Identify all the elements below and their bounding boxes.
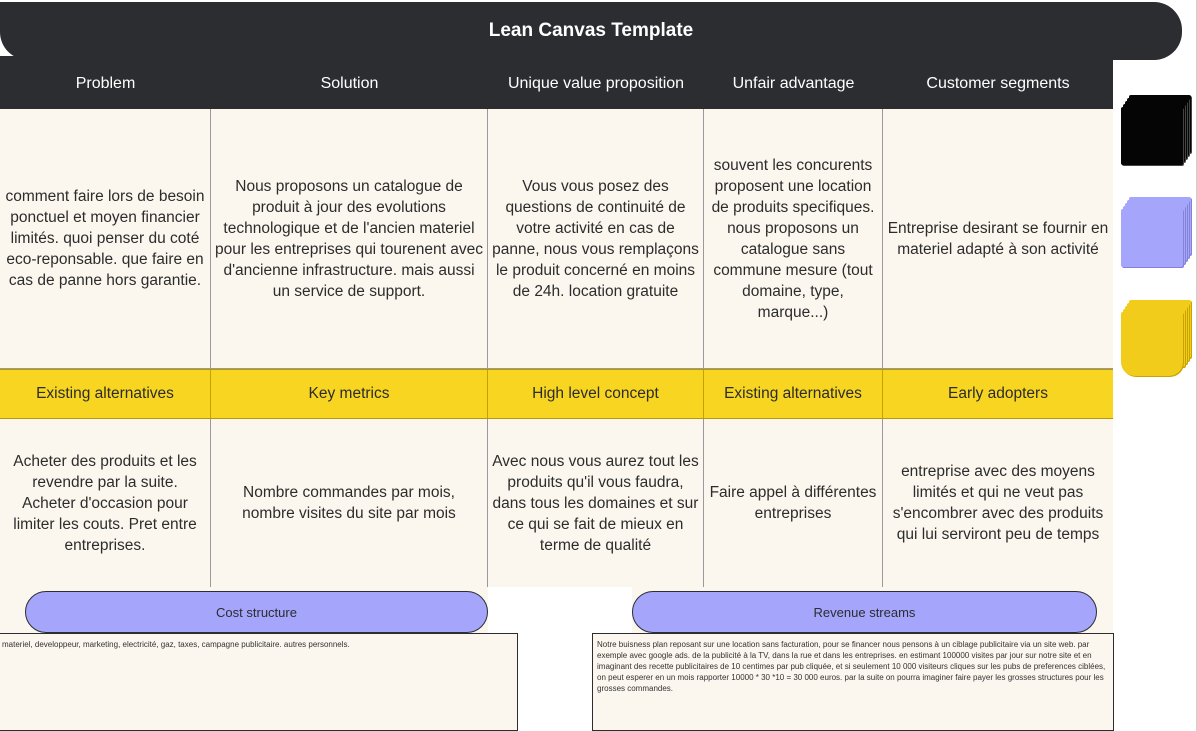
unfair-advantage-text[interactable]: souvent les concurents proposent une loc… [704,109,883,368]
header-unique-value-proposition: Unique value proposition [507,74,685,92]
key-metrics-text[interactable]: Nombre commandes par mois, nombre visite… [211,419,488,587]
cost-structure-text[interactable]: materiel, developpeur, marketing, electr… [0,633,518,731]
revenue-streams-text[interactable]: Notre buisness plan reposant sur une loc… [592,633,1114,731]
subheader-row: Existing alternatives Key metrics High l… [0,369,1113,419]
canvas-title: Lean Canvas Template [0,2,1182,60]
header-customer-segments: Customer segments [926,74,1070,92]
customer-segments-text[interactable]: Entreprise desirant se fournir en materi… [887,219,1109,258]
header-problem: Problem [75,74,136,92]
early-adopters-text[interactable]: entreprise avec des moyens limités et qu… [892,463,1104,543]
purple-sticky-note-stack[interactable] [1121,197,1191,267]
band-gap [488,587,632,633]
header-solution: Solution [320,74,379,92]
header-unfair-advantage: Unfair advantage [732,74,855,92]
black-sticky-note-stack[interactable] [1121,95,1191,165]
content-row-bottom: Acheter des produits et les revendre par… [0,419,1113,587]
subheader-key-metrics: Key metrics [211,370,488,418]
problem-text[interactable]: comment faire lors de besoin ponctuel et… [0,109,211,368]
revenue-streams-label[interactable]: Revenue streams [632,591,1097,633]
subheader-high-level-concept: High level concept [488,370,704,418]
unique-value-proposition-text[interactable]: Vous vous posez des questions de continu… [488,109,704,368]
header-row: Problem Solution Unique value propositio… [0,56,1113,109]
subheader-early-adopters: Early adopters [948,385,1048,402]
existing-alternatives-text[interactable]: Acheter des produits et les revendre par… [0,419,211,587]
content-row-top: comment faire lors de besoin ponctuel et… [0,109,1113,369]
subheader-existing-alternatives: Existing alternatives [0,370,211,418]
high-level-concept-text[interactable]: Avec nous vous aurez tout les produits q… [488,419,704,587]
yellow-sticky-note-stack[interactable] [1121,300,1191,376]
existing-alternatives-2-text[interactable]: Faire appel à différentes entreprises [704,419,883,587]
subheader-existing-alternatives-2: Existing alternatives [704,370,883,418]
cost-structure-label[interactable]: Cost structure [25,591,488,633]
solution-text[interactable]: Nous proposons un catalogue de produit à… [211,109,488,368]
